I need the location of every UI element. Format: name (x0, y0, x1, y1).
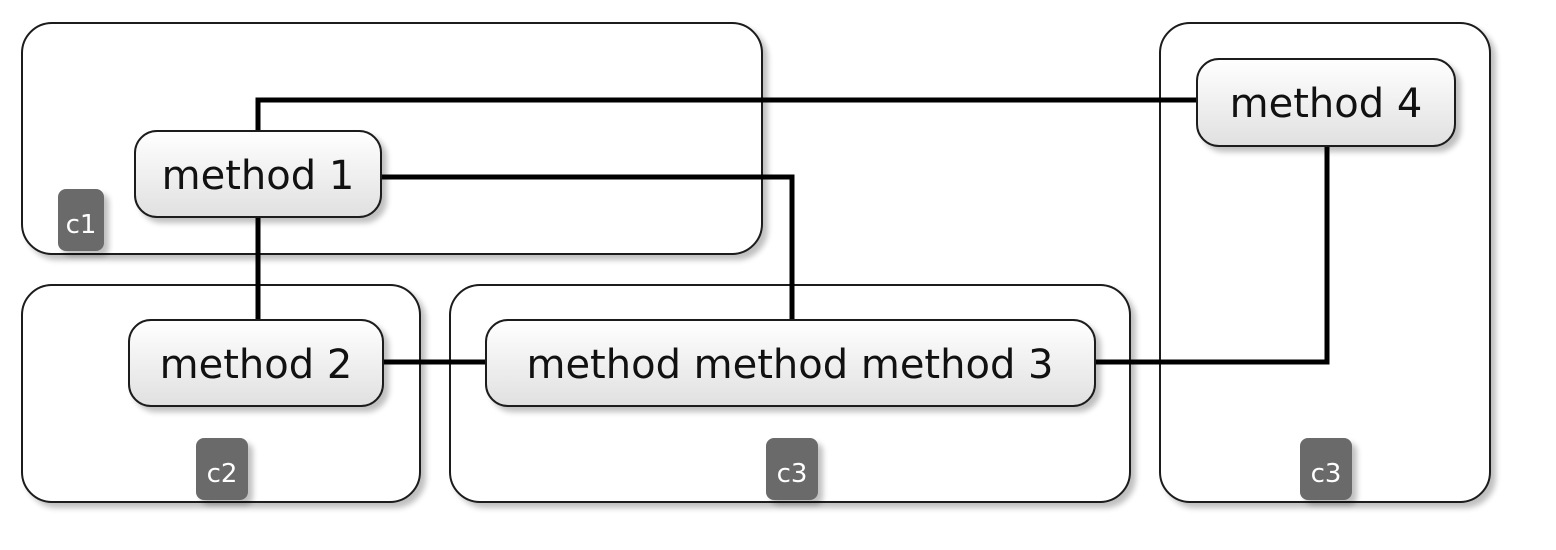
badge-c3-right-label: c3 (1311, 459, 1342, 489)
node-method-2[interactable]: method 2 (128, 319, 384, 407)
node-method-1-box[interactable] (134, 130, 382, 218)
node-method-3[interactable]: method method method 3 (485, 319, 1096, 407)
badge-c1: c1 (58, 189, 104, 251)
edge-m3-m4 (1095, 146, 1330, 365)
badge-c3-right: c3 (1300, 438, 1352, 500)
node-method-1-label: method 1 (162, 153, 355, 199)
badge-c3-center-bg (766, 438, 818, 500)
badge-c3-center-label: c3 (777, 459, 808, 489)
node-method-4-box[interactable] (1196, 58, 1456, 147)
group-c1-box (21, 22, 763, 255)
badge-c1-bg (58, 189, 104, 251)
node-method-1[interactable]: method 1 (134, 130, 382, 218)
node-method-2-label: method 2 (160, 342, 353, 388)
node-method-3-label: method method method 3 (526, 342, 1053, 388)
badge-c3-center: c3 (766, 438, 818, 500)
node-method-4-label: method 4 (1230, 81, 1423, 127)
badge-c2-bg (196, 438, 248, 500)
badge-c2: c2 (196, 438, 248, 500)
edge-m1-m4 (255, 97, 1197, 131)
edge-m1-m3 (381, 174, 795, 320)
badge-c2-label: c2 (207, 459, 238, 489)
group-c1 (21, 22, 763, 255)
node-method-4[interactable]: method 4 (1196, 58, 1456, 147)
badge-c1-label: c1 (66, 210, 97, 240)
badge-c3-right-bg (1300, 438, 1352, 500)
node-method-3-box[interactable] (485, 319, 1096, 407)
node-method-2-box[interactable] (128, 319, 384, 407)
